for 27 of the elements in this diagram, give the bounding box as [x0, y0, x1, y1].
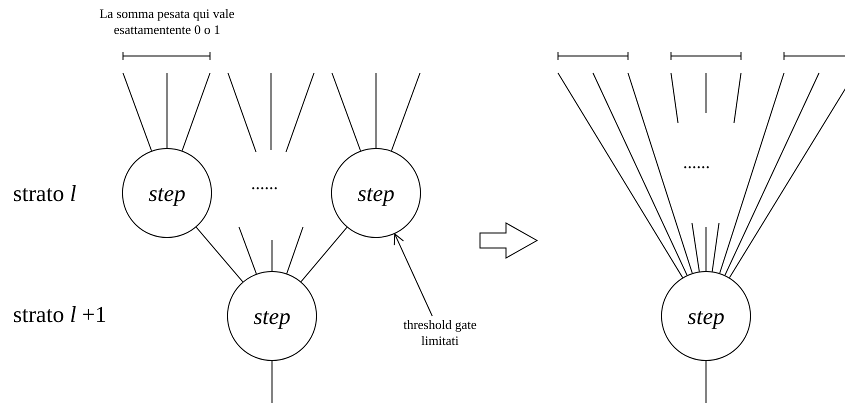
node-label: step	[253, 304, 291, 328]
connector-line	[182, 72, 210, 152]
connector-line	[558, 72, 684, 278]
connector-line	[238, 226, 257, 274]
connector-line	[122, 72, 152, 152]
text-label: ......	[683, 151, 710, 174]
connector-line	[196, 226, 244, 282]
connector-line	[166, 72, 168, 148]
text-label: strato l +1	[13, 301, 106, 329]
node-label: step	[357, 182, 395, 204]
connector-line	[300, 226, 348, 282]
connector-line	[724, 72, 820, 276]
connector-line	[592, 72, 688, 276]
text-label: La somma pesata qui vale esattamentente 0 o 1	[98, 6, 236, 38]
connector-line	[692, 222, 700, 272]
connector-line	[391, 72, 420, 152]
connector-line	[286, 226, 304, 274]
connector-line	[628, 72, 693, 274]
node-label: threshold gate limitati	[402, 317, 478, 349]
connector-line	[712, 222, 720, 272]
node-label: step	[687, 304, 725, 328]
text-label: ......	[251, 172, 278, 195]
connector-line	[719, 72, 784, 274]
node-label: step	[148, 182, 186, 204]
text-label: strato l	[13, 180, 76, 208]
connector-line	[332, 72, 361, 152]
arrow	[394, 233, 433, 316]
